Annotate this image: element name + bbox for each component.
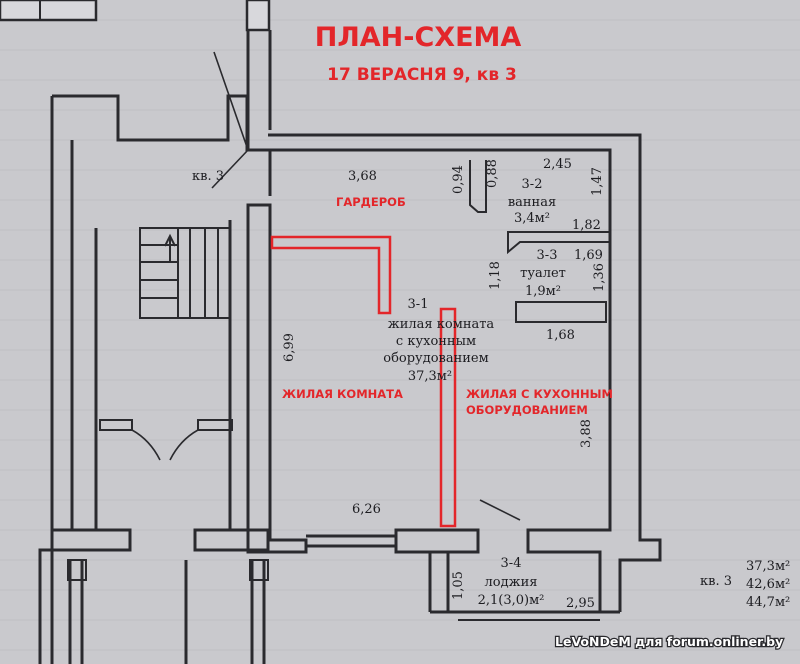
dimension-3-88: 3,88 [579, 419, 594, 448]
dimension-0-88: 0,88 [485, 159, 500, 188]
room-3-1-area: 37,3м² [408, 369, 452, 384]
dimension-1-82: 1,82 [572, 218, 601, 233]
apartment-label-left: кв. 3 [192, 169, 224, 184]
dimension-1-47: 1,47 [590, 167, 605, 196]
dimension-1-05: 1,05 [451, 571, 466, 600]
summary-area-2: 42,6м² [746, 577, 790, 592]
dimension-6-99: 6,99 [282, 333, 297, 362]
dimension-2-45: 2,45 [543, 157, 572, 172]
room-3-4-number: 3-4 [501, 556, 522, 571]
dimension-2-95: 2,95 [566, 596, 595, 611]
plan-title: ПЛАН-СХЕМА [315, 22, 522, 53]
room-3-2-name: ванная [508, 195, 556, 210]
watermark: LeVoNDeM для forum.onliner.by [554, 633, 785, 651]
room-3-1-line1: жилая комната [388, 317, 495, 332]
room-3-2-area: 3,4м² [514, 211, 550, 226]
label-living-room: ЖИЛАЯ КОМНАТА [282, 387, 403, 401]
apartment-walls [246, 30, 662, 621]
summary-area-1: 37,3м² [746, 559, 790, 574]
room-3-4-area: 2,1(3,0)м² [478, 593, 545, 608]
room-3-3-name: туалет [520, 266, 566, 281]
dimension-1-68: 1,68 [546, 328, 575, 343]
watermark-text: LeVoNDeM для forum.onliner.by [555, 634, 783, 649]
stairs [139, 227, 231, 319]
entrance-door [211, 51, 249, 189]
apartment-label-summary: кв. 3 [700, 574, 732, 589]
room-3-2-number: 3-2 [522, 177, 543, 192]
bathroom-partitions [469, 160, 611, 521]
room-3-3-area: 1,9м² [525, 284, 561, 299]
label-wardrobe: ГАРДЕРОБ [336, 195, 406, 209]
dimension-6-26: 6,26 [352, 502, 381, 517]
lower-posts [67, 559, 269, 664]
room-3-4-name: лоджия [485, 575, 538, 590]
plan-subtitle: 17 ВЕРАСНЯ 9, кв 3 [327, 65, 517, 85]
label-kitchen-line2: ОБОРУДОВАНИЕМ [466, 403, 588, 417]
top-window-fragment [0, 0, 271, 32]
room-3-1-number: 3-1 [408, 297, 429, 312]
summary-area-3: 44,7м² [746, 595, 790, 610]
dimension-3-68: 3,68 [348, 169, 377, 184]
dimension-1-36: 1,36 [592, 263, 607, 292]
dimension-1-69: 1,69 [574, 248, 603, 263]
stairwell-walls [38, 94, 272, 664]
partition-overlay [270, 235, 457, 528]
room-3-1-line3: оборудованием [383, 351, 489, 366]
room-3-1-line2: с кухонным [396, 334, 476, 349]
room-3-3-number: 3-3 [537, 248, 558, 263]
dimension-1-18: 1,18 [488, 261, 503, 290]
label-kitchen-line1: ЖИЛАЯ С КУХОННЫМ [466, 387, 613, 401]
dimension-0-94: 0,94 [451, 165, 466, 194]
